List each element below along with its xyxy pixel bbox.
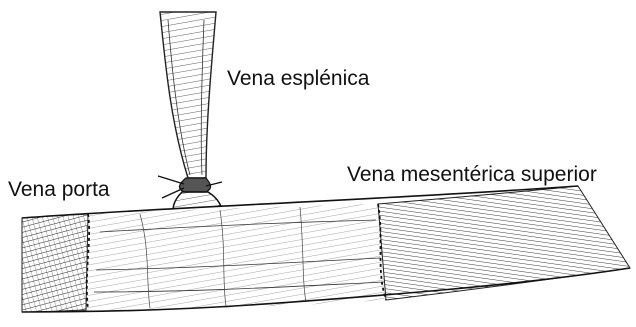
main-vein-segment <box>22 186 630 312</box>
portal-vein-label: Vena porta <box>8 179 110 200</box>
splenic-vein-stump <box>158 12 222 224</box>
portal-vein-segment <box>22 214 88 312</box>
splenic-vein-label: Vena esplénica <box>227 68 369 89</box>
graft-segment <box>86 204 386 310</box>
superior-mesenteric-vein-segment <box>378 186 630 300</box>
superior-mesenteric-vein-label: Vena mesentérica superior <box>347 164 597 185</box>
